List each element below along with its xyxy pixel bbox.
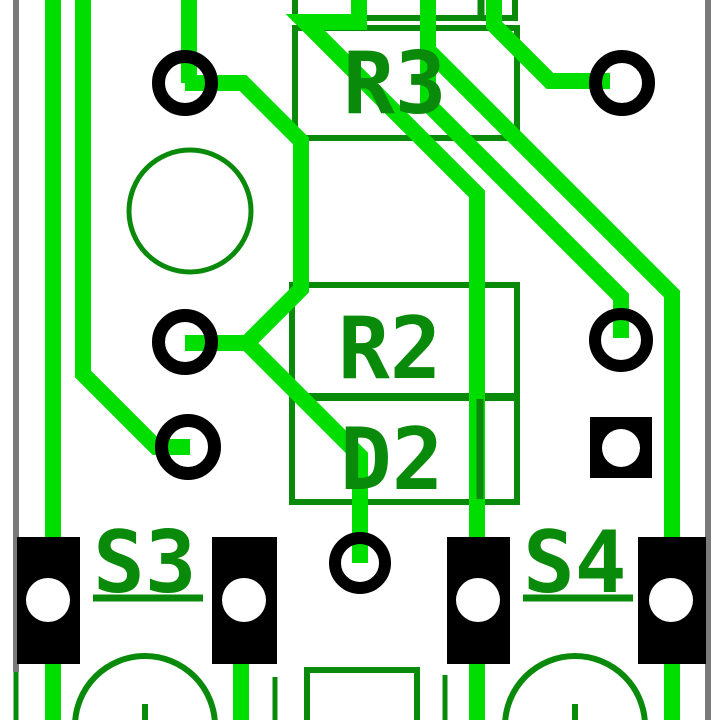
pad-layer (17, 50, 706, 664)
pad-ring-r2-left[interactable] (152, 309, 218, 375)
trace-r3-to-r2[interactable] (185, 75, 309, 351)
switch-body-right[interactable] (502, 653, 648, 720)
silkscreen-circle-layer (72, 147, 648, 720)
pad-ring-bottom-mid[interactable] (329, 532, 391, 594)
component-label-r2[interactable]: R2 (338, 299, 442, 399)
trace-net-c[interactable] (486, 0, 610, 89)
component-outline-r3[interactable] (292, 25, 520, 141)
pad-s3-right-hole (222, 578, 266, 622)
component-outline-top[interactable] (292, 0, 518, 21)
pad-ring-r3-right[interactable] (589, 50, 655, 116)
component-label-r3[interactable]: R3 (343, 34, 447, 134)
board-outline-layer (13, 0, 711, 720)
switch-body-left[interactable] (72, 653, 218, 720)
silkscreen-outline-layer (289, 0, 520, 720)
trace-left-2[interactable] (75, 0, 190, 455)
silkscreen-line-layer (13, 0, 578, 720)
pad-square-hole (602, 429, 640, 467)
pad-s4-left-hole (456, 578, 500, 622)
component-label-d2[interactable]: D2 (340, 410, 444, 510)
trace-net-a[interactable] (285, 0, 485, 720)
pad-ring-right-mid[interactable] (589, 308, 653, 372)
component-outline-bottom[interactable] (304, 667, 420, 720)
pad-ring-d2-left[interactable] (155, 414, 221, 480)
mount-circle-outline[interactable] (126, 147, 254, 275)
pad-s3-left-hole (26, 578, 70, 622)
pad-s4-right-hole (649, 578, 693, 622)
trace-junction-down[interactable] (241, 337, 368, 563)
pad-ring-r3-left[interactable] (152, 50, 218, 116)
component-outline-d2[interactable] (289, 393, 520, 505)
